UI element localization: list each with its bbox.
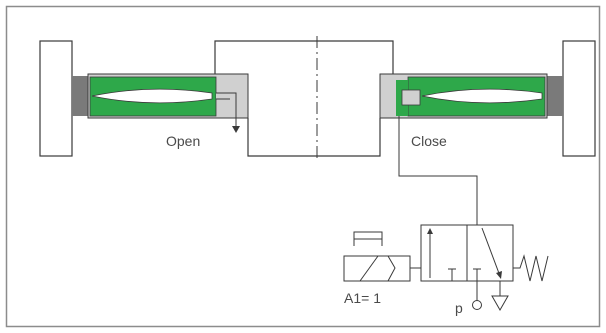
left-port-channel	[216, 93, 238, 99]
right-spring-element	[421, 88, 543, 104]
exhaust-arrow-icon	[232, 126, 240, 133]
valve-icon	[343, 224, 549, 312]
workpiece-bottom	[247, 118, 381, 157]
close-label: Close	[411, 133, 447, 149]
right-cylinder	[379, 73, 563, 225]
left-exhaust-line	[216, 92, 237, 128]
spring-icon	[513, 254, 549, 282]
arrow-head-diagonal	[496, 271, 502, 279]
arrow-head-up	[427, 228, 433, 234]
flow-arrow-diagonal	[481, 227, 501, 277]
left-piston-rod	[72, 76, 88, 116]
exhaust-triangle-icon	[491, 295, 509, 312]
left-cylinder	[72, 73, 249, 133]
frame-border	[5, 5, 601, 328]
pressure-line	[398, 116, 478, 225]
left-jaw	[39, 40, 73, 157]
right-jaw	[562, 40, 596, 157]
solenoid-icon	[343, 231, 421, 282]
left-spring-element	[91, 88, 213, 104]
open-label: Open	[166, 133, 200, 149]
pressure-port-circle-icon	[472, 300, 482, 310]
pressure-label: p	[455, 300, 463, 316]
signal-label: A1= 1	[344, 290, 381, 306]
right-valve-block	[401, 89, 421, 106]
right-piston-rod	[547, 76, 563, 116]
